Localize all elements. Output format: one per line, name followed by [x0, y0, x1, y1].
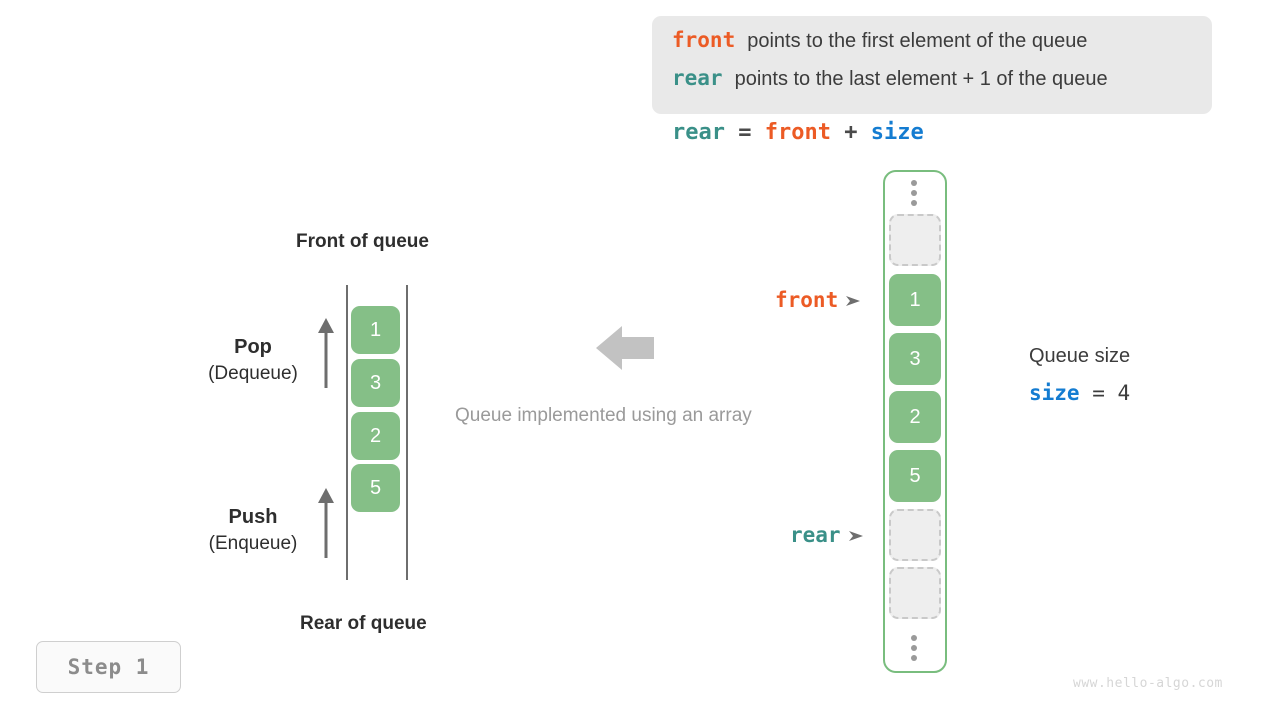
queue-size-value: size = 4: [1029, 381, 1130, 405]
queue-rail-right: [406, 285, 408, 580]
rear-description: points to the last element + 1 of the qu…: [734, 68, 1108, 90]
size-equals: =: [1079, 381, 1118, 405]
array-slot: 5: [889, 450, 941, 502]
queue-rail-left: [346, 285, 348, 580]
stack-cell: 3: [351, 359, 400, 407]
rear-keyword: rear: [672, 66, 723, 90]
formula-rear: rear: [672, 120, 725, 145]
formula-equals: =: [724, 120, 765, 145]
vertical-ellipsis-icon-top: [911, 180, 918, 206]
push-operation-label: Push (Enqueue): [168, 504, 338, 558]
center-caption: Queue implemented using an array: [455, 405, 752, 426]
pop-operation-label: Pop (Dequeue): [168, 334, 338, 388]
array-slot: 3: [889, 333, 941, 385]
front-description: points to the first element of the queue: [747, 30, 1088, 52]
info-line-rear: rear points to the last element + 1 of t…: [672, 66, 1192, 104]
pop-subtitle: (Dequeue): [208, 363, 298, 384]
rear-formula: rear = front + size: [672, 120, 924, 145]
queue-size-label: Queue size: [1029, 345, 1131, 367]
array-slot: [889, 509, 941, 561]
stack-cell: 2: [351, 412, 400, 460]
array-slot: [889, 214, 941, 266]
front-keyword: front: [672, 28, 736, 52]
stack-cell: 5: [351, 464, 400, 512]
pointer-definitions-box: front points to the first element of the…: [652, 16, 1212, 114]
pop-up-arrow-icon: [318, 318, 334, 388]
rear-pointer-arrowhead-icon: [848, 523, 865, 547]
formula-plus: +: [830, 120, 871, 145]
front-pointer-arrowhead-icon: [846, 288, 862, 312]
size-keyword: size: [1029, 381, 1080, 405]
formula-size: size: [870, 120, 924, 145]
left-arrow-icon: [596, 326, 654, 370]
push-title: Push: [228, 506, 278, 528]
front-pointer-label: front: [775, 288, 862, 312]
push-up-arrow-icon: [318, 488, 334, 558]
step-badge: Step 1: [36, 641, 181, 693]
size-number: 4: [1117, 381, 1131, 405]
vertical-ellipsis-icon-bottom: [911, 635, 918, 661]
stack-cell: 1: [351, 306, 400, 354]
rear-of-queue-label: Rear of queue: [300, 613, 427, 634]
array-slot: 2: [889, 391, 941, 443]
rear-pointer-label: rear: [790, 523, 865, 547]
front-of-queue-label: Front of queue: [296, 231, 429, 252]
array-slot: [889, 567, 941, 619]
watermark: www.hello-algo.com: [1073, 676, 1223, 691]
push-subtitle: (Enqueue): [208, 533, 298, 554]
info-line-front: front points to the first element of the…: [672, 28, 1192, 66]
rear-pointer-text: rear: [790, 523, 841, 547]
array-slot: 1: [889, 274, 941, 326]
front-pointer-text: front: [775, 288, 839, 312]
pop-title: Pop: [234, 336, 272, 358]
formula-front: front: [764, 120, 831, 145]
